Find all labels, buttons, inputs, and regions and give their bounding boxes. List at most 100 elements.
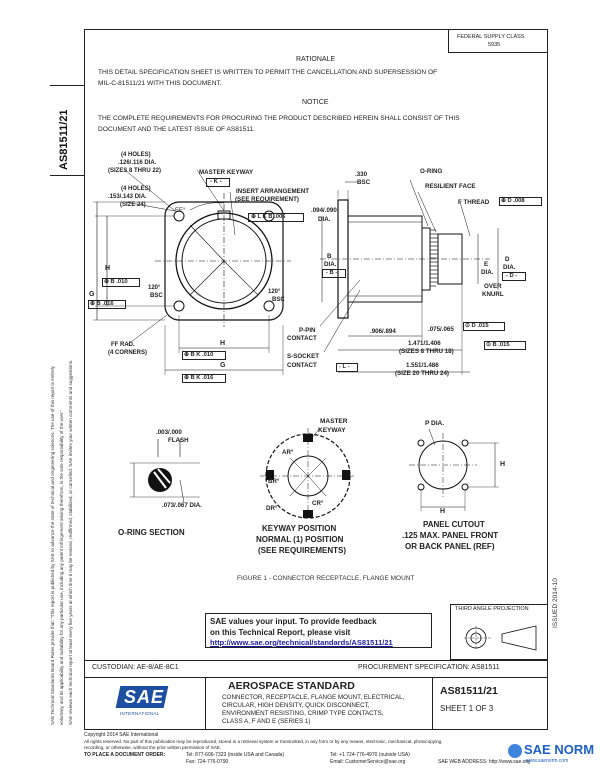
cutout-h-right: H <box>500 461 506 468</box>
dim-b: B <box>327 253 332 260</box>
datum-d-box <box>502 272 526 281</box>
datum-k-box <box>206 178 230 187</box>
angle-right: 120° <box>268 289 281 295</box>
datum-b: - B - <box>326 270 338 276</box>
sae-logo-text: SAE <box>124 687 165 707</box>
cutout-title-3: OR BACK PANEL (REF) <box>405 542 495 551</box>
ee-angle: EE° <box>175 208 186 214</box>
rationale-line-1: THIS DETAIL SPECIFICATION SHEET IS WRITT… <box>98 69 438 76</box>
title-block-top <box>84 660 548 661</box>
tolerance-d015-box <box>463 322 505 331</box>
dim-h-left: H <box>105 265 111 272</box>
watermark-text: SAE NORM <box>524 742 595 757</box>
keyway-ar: AR° <box>282 449 294 456</box>
keyway-position-drawing <box>260 427 356 519</box>
dim-094-dia: DIA. <box>318 216 331 223</box>
aerospace-standard: AEROSPACE STANDARD <box>228 680 355 692</box>
procurement: PROCUREMENT SPECIFICATION: AS81511 <box>358 664 500 671</box>
bsc-right: BSC <box>272 297 285 303</box>
footer-rights: All rights reserved. No part of this pub… <box>84 739 443 744</box>
fed-supply-class-label: FEDERAL SUPPLY CLASS <box>457 34 525 40</box>
keyway-br: BR° <box>268 478 280 485</box>
tolerance-gb: ⊕ B .016 <box>90 301 114 307</box>
fed-supply-class-box <box>448 29 548 53</box>
dim-d-dia: DIA. <box>503 264 516 271</box>
dim-g-left: G <box>89 291 95 298</box>
description-2: CIRCULAR, HIGH DENSITY, QUICK DISCONNECT… <box>222 702 370 709</box>
front-view-drawing <box>93 169 291 375</box>
issued-date: ISSUED 2014-10 <box>552 578 559 628</box>
footer-tel-1: Tel: 877-606-7323 (inside USA and Canada… <box>186 752 285 758</box>
tolerance-gbottom-box <box>182 374 226 383</box>
tolerance-hbottom-box <box>182 351 226 360</box>
sae-logo-sub: INTERNATIONAL <box>120 711 160 716</box>
resilient-face-label: RESILIENT FACE <box>425 183 476 190</box>
doc-id-box-top <box>50 85 84 86</box>
dim-330: .330 <box>355 171 368 178</box>
tolerance-b015: ⊙ B .015 <box>486 342 510 348</box>
datum-d: - D - <box>506 273 518 279</box>
side-note-2: voluntary, and its applicability and sui… <box>59 409 64 725</box>
tolerance-f-box <box>499 197 542 206</box>
bsc-left: BSC <box>150 293 163 299</box>
footer-web: SAE WEB ADDRESS: http://www.sae.org <box>438 759 530 765</box>
master-keyway-label: MASTER KEYWAY <box>199 169 254 176</box>
footer-tel-2: Tel: +1 724-776-4970 (outside USA) <box>330 752 410 758</box>
dim-h-bottom: H <box>220 340 226 347</box>
notice-line-1: THE COMPLETE REQUIREMENTS FOR PROCURING … <box>98 115 460 122</box>
dim-e: E <box>484 261 489 268</box>
feedback-line-1: SAE values your input. To provide feedba… <box>210 617 377 626</box>
feedback-line-2: on this Technical Report, please visit <box>210 628 351 637</box>
dim-1471: 1.471/1.406 <box>408 340 441 347</box>
o-ring-dim-003: .003/.000 <box>156 429 182 436</box>
side-note-3: SAE reviews each technical report at lea… <box>68 359 73 725</box>
insert-see-requirement: (SEE REQUIREMENT) <box>235 196 299 203</box>
watermark-icon <box>508 744 522 758</box>
p-pin-contact: CONTACT <box>287 335 317 342</box>
doc-id-vertical: AS81511/21 <box>58 109 70 170</box>
holes-large-size: (SIZE 24) <box>120 202 146 208</box>
holes-small-sizes: (SIZES 8 THRU 22) <box>108 168 162 174</box>
cutout-p-dia: P DIA. <box>425 420 445 427</box>
notice-title: NOTICE <box>302 99 329 106</box>
dim-b-dia: DIA. <box>324 261 337 268</box>
panel-cutout-drawing <box>409 428 499 511</box>
footer-rights-2: recording, or otherwise, without the pri… <box>84 745 222 750</box>
footer-fax: Fax: 724-776-0790 <box>186 759 229 765</box>
feedback-link[interactable]: http://www.sae.org/technical/standards/A… <box>210 638 393 647</box>
dim-g-bottom: G <box>220 362 226 369</box>
keyway-title-3: (SEE REQUIREMENTS) <box>258 546 347 555</box>
projection-box <box>450 604 548 660</box>
footer-email: Email: CustomerService@sae.org <box>330 759 406 765</box>
tolerance-b-box <box>102 278 140 287</box>
tolerance-gb-box <box>88 300 126 309</box>
sae-norm-watermark: SAE NORM www.saenorm.com <box>508 742 598 774</box>
third-angle-projection-symbol <box>464 625 537 651</box>
description-4: CLASS A, F AND E (SERIES 1) <box>222 718 311 725</box>
datum-l-box <box>336 363 358 372</box>
tolerance-k-box <box>248 213 304 222</box>
fed-supply-class-number: 5935 <box>488 42 501 48</box>
keyway-master: MASTER <box>320 418 348 425</box>
footer-copyright: Copyright 2014 SAE International <box>84 732 159 738</box>
over-label: OVER <box>484 283 502 290</box>
sae-logo: SAE INTERNATIONAL <box>115 684 169 718</box>
f-thread-label: F THREAD <box>458 199 490 206</box>
cutout-h-bottom: H <box>440 508 446 515</box>
custodian: CUSTODIAN: AE-8/AE-8C1 <box>92 664 179 671</box>
rationale-title: RATIONALE <box>296 56 336 63</box>
o-ring-section-title: O-RING SECTION <box>118 528 185 537</box>
dim-906: .906/.894 <box>370 328 396 335</box>
o-ring-label: O-RING <box>420 168 443 175</box>
s-socket-contact: CONTACT <box>287 362 317 369</box>
title-block-logo-divider <box>205 677 206 730</box>
keyway-title-1: KEYWAY POSITION <box>262 524 337 533</box>
watermark-sub: www.saenorm.com <box>526 758 569 764</box>
dim-1551: 1.551/1.486 <box>406 362 439 369</box>
dim-075: .075/.065 <box>428 326 454 333</box>
tolerance-b015-box <box>484 341 526 350</box>
datum-b-box <box>322 269 346 278</box>
sizes-8-18: (SIZES 8 THRU 18) <box>399 348 454 355</box>
keyway-cr: CR° <box>312 500 324 507</box>
tolerance-b: ⊕ B .010 <box>104 279 128 285</box>
